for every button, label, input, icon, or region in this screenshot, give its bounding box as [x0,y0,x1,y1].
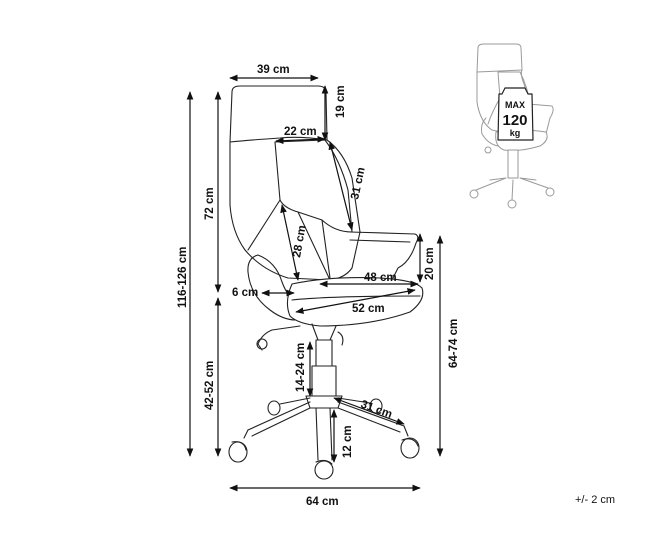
base-leg [315,407,333,461]
dim-backrest-width: 22 cm [284,126,317,138]
dim-seat-height: 42-52 cm [204,361,216,410]
gas-lift-sleeve [315,339,333,369]
gas-lift-cylinder [311,365,337,397]
adjust-lever [257,325,301,351]
caster-wheel [314,459,334,480]
dim-seat-depth: 52 cm [352,303,385,315]
caster-wheel [228,429,249,463]
dim-headrest-width: 39 cm [257,64,290,76]
dim-backrest-lower: 28 cm [291,224,308,258]
dim-total-height: 116-126 cm [177,247,189,308]
caster-wheel [267,400,281,416]
dim-gas-lift: 14-24 cm [295,343,307,392]
backrest [229,139,361,281]
dim-base-width: 64 cm [306,496,339,508]
badge-weight: 120 [502,112,527,129]
dim-seat-width: 48 cm [364,272,397,284]
dim-wheel-height: 12 cm [342,425,354,458]
caster-wheel [400,425,420,459]
seat [286,277,424,327]
max-weight-badge: MAX 120 kg [497,87,534,141]
dim-armrest-floor-height: 64-74 cm [448,319,460,368]
dim-backrest-upper: 31 cm [349,166,368,200]
badge-max: MAX [505,100,525,110]
dim-armrest-height: 20 cm [424,247,436,280]
base-leg [247,401,311,437]
dim-backrest-height: 72 cm [204,187,216,220]
badge-unit: kg [510,128,521,138]
tolerance-note: +/- 2 cm [575,494,615,506]
dim-headrest-height: 19 cm [335,85,347,118]
dim-armrest-width: 6 cm [232,287,258,299]
dimension-lines [186,74,444,492]
